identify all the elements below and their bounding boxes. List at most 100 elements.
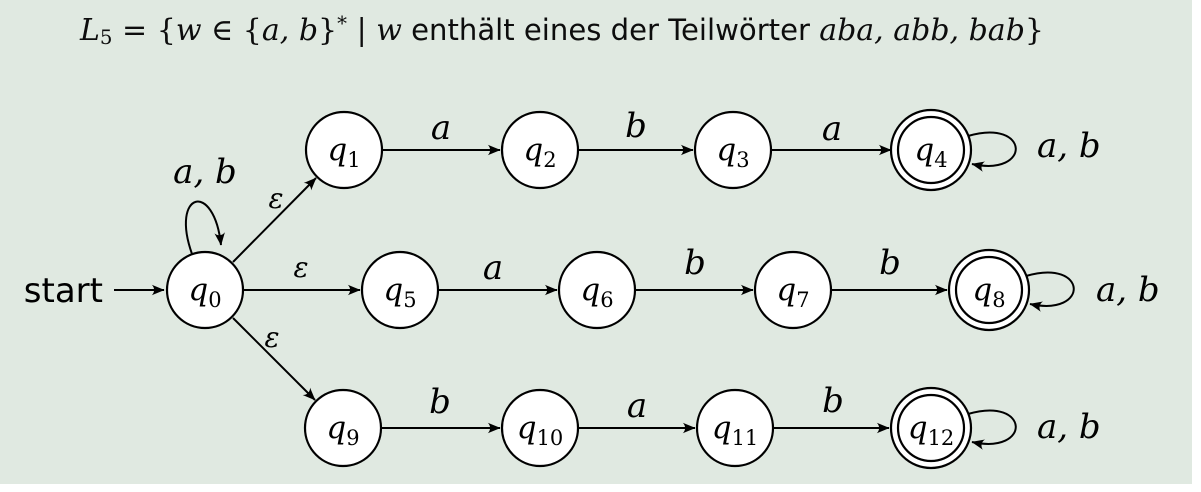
svg-text:a: a [822, 109, 842, 149]
svg-text:q6: q6 [580, 272, 613, 312]
svg-text:q8: q8 [972, 272, 1005, 312]
transition-q9-q10: b [381, 382, 501, 434]
formula-w2: w [376, 12, 402, 48]
formula-L: L [80, 12, 100, 48]
svg-text:q5: q5 [383, 272, 416, 312]
state-q0: q0 [165, 250, 245, 330]
svg-text:b: b [429, 382, 451, 422]
transition-q0-q5: ε [243, 251, 361, 296]
selfloop-q0: a, b [173, 152, 237, 255]
state-q5-sub: 5 [403, 288, 416, 312]
state-q7-label: q [776, 272, 796, 308]
formula-subwords: aba, abb, bab [819, 12, 1025, 48]
state-q0-sub: 0 [208, 288, 221, 312]
svg-text:b: b [879, 243, 901, 283]
state-q8-accepting: q8 [947, 248, 1031, 332]
state-q9-sub: 9 [346, 426, 359, 450]
svg-text:ε: ε [264, 321, 279, 354]
transition-q5-q6: a [438, 248, 558, 296]
state-q1: q1 [304, 110, 384, 190]
svg-text:a: a [431, 108, 451, 148]
svg-text:q10: q10 [517, 410, 564, 450]
state-q6: q6 [557, 250, 637, 330]
state-q2-sub: 2 [543, 148, 556, 172]
state-q8-label: q [972, 272, 992, 308]
svg-text:q0: q0 [188, 272, 221, 312]
svg-text:q7: q7 [776, 272, 809, 312]
state-q3-label: q [716, 132, 736, 168]
state-q7-sub: 7 [796, 288, 809, 312]
transition-q3-q4: a [771, 109, 892, 156]
transition-q2-q3: b [578, 106, 694, 156]
svg-text:a: a [483, 248, 503, 288]
svg-text:q2: q2 [523, 132, 556, 172]
svg-text:b: b [684, 243, 706, 283]
svg-text:b: b [625, 106, 647, 146]
state-q1-label: q [327, 132, 347, 168]
state-q6-sub: 6 [600, 288, 613, 312]
transition-q0-q9: ε [232, 317, 316, 401]
state-q6-label: q [580, 272, 600, 308]
formula-german-text: enthält eines der Teilwörter [401, 12, 820, 47]
svg-text:ε: ε [268, 182, 283, 215]
svg-text:ε: ε [293, 251, 308, 284]
transition-q0-q1: ε [232, 177, 317, 263]
state-q5: q5 [360, 250, 440, 330]
formula-bar: | [347, 12, 377, 48]
svg-text:q4: q4 [914, 132, 947, 172]
selfloop-q12: a, b [967, 407, 1101, 450]
selfloop-q4: a, b [967, 126, 1101, 172]
svg-text:q11: q11 [712, 410, 759, 450]
selfloop-q8: a, b [1025, 270, 1160, 312]
example-panel-background [0, 0, 1192, 484]
formula-close-brace-outer: } [1024, 12, 1044, 48]
svg-text:q9: q9 [326, 410, 359, 450]
state-q2-label: q [523, 132, 543, 168]
transition-q1-q2: a [382, 108, 501, 156]
svg-text:a, b: a, b [1096, 270, 1160, 310]
state-q11-sub: 11 [732, 426, 759, 450]
state-q12-label: q [908, 410, 928, 446]
transition-q7-q8: b [831, 243, 948, 296]
state-q9-label: q [326, 410, 346, 446]
svg-text:q3: q3 [716, 132, 749, 172]
state-q3-sub: 3 [736, 148, 749, 172]
state-q4-label: q [914, 132, 934, 168]
state-q12-sub: 12 [928, 426, 955, 450]
formula-kleene-star: * [337, 12, 348, 35]
state-q12-accepting: q12 [889, 386, 973, 470]
svg-text:b: b [822, 381, 844, 421]
formula-w: w [175, 12, 202, 48]
state-q10-label: q [517, 410, 537, 446]
state-q10: q10 [500, 388, 580, 468]
state-q4-accepting: q4 [889, 108, 973, 192]
formula-equals: = { [112, 12, 176, 48]
svg-text:a, b: a, b [173, 152, 237, 192]
state-q0-label: q [188, 272, 208, 308]
state-q4-sub: 4 [934, 148, 947, 172]
transition-q10-q11: a [578, 386, 696, 434]
state-q2: q2 [500, 110, 580, 190]
svg-text:a, b: a, b [1037, 407, 1101, 447]
state-q1-sub: 1 [347, 148, 360, 172]
formula-element-of: ∈ { [201, 12, 262, 48]
state-q9: q9 [303, 388, 383, 468]
state-q11-label: q [712, 410, 732, 446]
state-q3: q3 [693, 110, 773, 190]
formula-L-subscript: 5 [99, 26, 113, 50]
transition-q6-q7: b [635, 243, 754, 296]
svg-text:a: a [627, 386, 647, 426]
state-q11: q11 [695, 388, 775, 468]
state-q5-label: q [383, 272, 403, 308]
language-definition-formula: L5 = {w ∈ {a, b}* | w enthält eines der … [0, 12, 1124, 49]
formula-alphabet: a, b [261, 12, 319, 48]
svg-text:q1: q1 [327, 132, 360, 172]
svg-text:q12: q12 [908, 410, 955, 450]
state-q10-sub: 10 [537, 426, 564, 450]
transition-q11-q12: b [773, 381, 890, 434]
svg-text:a, b: a, b [1037, 126, 1101, 166]
formula-close-brace-inner: } [318, 12, 338, 48]
start-label: start [24, 271, 103, 311]
